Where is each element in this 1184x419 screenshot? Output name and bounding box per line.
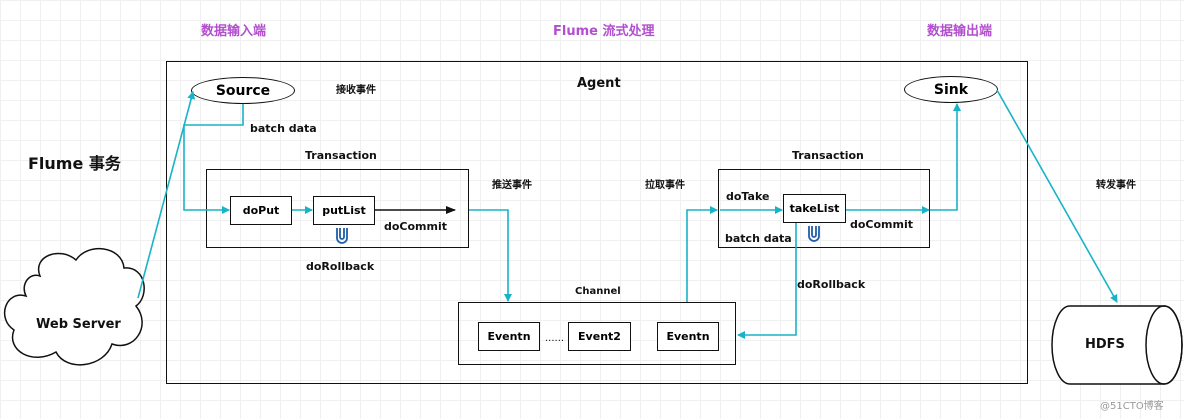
push-event-label: 推送事件 <box>492 180 532 191</box>
flume-processing-header: Flume 流式处理 <box>553 24 655 39</box>
transaction-to-channel-arrow <box>469 209 512 302</box>
take-rollback-arrow <box>737 223 797 339</box>
take-do-rollback-label: doRollback <box>797 278 866 291</box>
put-do-commit-label: doCommit <box>384 220 448 233</box>
take-list-box: takeList <box>783 194 846 223</box>
put-transaction-box <box>206 169 469 248</box>
channel-event-first: Eventn <box>478 322 540 351</box>
take-transaction-label: Transaction <box>792 149 864 162</box>
batch-data-label: batch data <box>250 122 317 135</box>
channel-label: Channel <box>575 286 621 297</box>
web-server-cloud <box>3 247 145 366</box>
channel-ellipsis: ...... <box>545 333 565 344</box>
channel-box <box>458 302 736 365</box>
take-to-sink-arrow <box>930 103 961 211</box>
receive-event-label: 接收事件 <box>336 85 376 96</box>
source-node: Source <box>191 77 295 104</box>
sink-node: Sink <box>904 76 998 103</box>
do-put-box: doPut <box>230 196 292 225</box>
pull-event-label: 拉取事件 <box>645 180 685 191</box>
take-batch-data-label: batch data <box>725 232 792 245</box>
channel-event-last: Eventn <box>657 322 719 351</box>
hdfs-label: HDFS <box>1085 337 1125 352</box>
agent-box <box>166 61 1028 384</box>
put-do-rollback-label: doRollback <box>306 260 375 273</box>
diagram-title: Flume 事务 <box>28 154 121 173</box>
sink-to-hdfs-arrow <box>996 89 1118 303</box>
put-rollback-loop-icon <box>336 228 348 244</box>
take-do-commit-label: doCommit <box>850 218 914 231</box>
forward-event-label: 转发事件 <box>1096 180 1136 191</box>
channel-to-take-arrow <box>686 206 718 302</box>
take-rollback-loop-icon <box>808 226 820 242</box>
channel-event-second: Event2 <box>568 322 631 351</box>
source-to-doput-arrow <box>183 104 244 214</box>
agent-label: Agent <box>577 76 621 91</box>
output-end-header: 数据输出端 <box>927 24 993 39</box>
watermark: @51CTO博客 <box>1100 401 1164 412</box>
hdfs-cylinder <box>1051 305 1183 385</box>
input-end-header: 数据输入端 <box>201 24 267 39</box>
web-server-label: Web Server <box>36 317 121 332</box>
put-transaction-label: Transaction <box>305 149 377 162</box>
do-take-label: doTake <box>726 190 770 203</box>
put-list-box: putList <box>313 196 375 225</box>
